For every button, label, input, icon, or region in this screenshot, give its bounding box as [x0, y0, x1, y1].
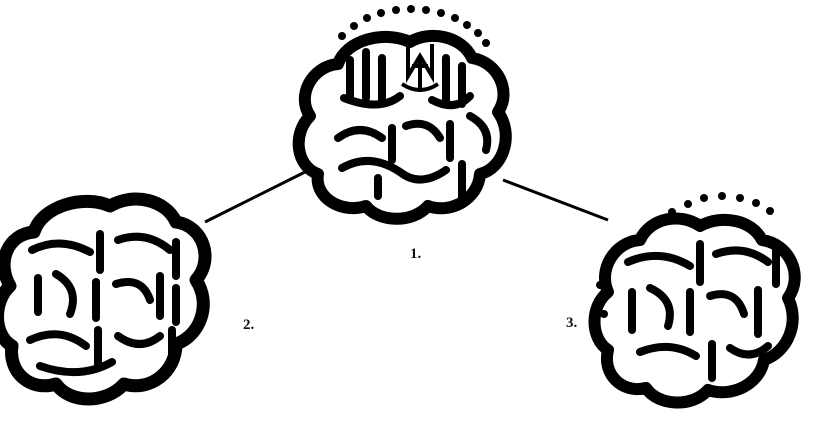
connector-1-2 — [205, 172, 305, 222]
seal-3-label: 3. — [566, 315, 577, 332]
seal-2-calligraphy — [30, 234, 176, 372]
seal-3-frame — [595, 218, 795, 402]
seal-2-label: 2. — [243, 317, 254, 334]
seal-1-monogram — [402, 44, 438, 92]
seal-1-frame — [299, 36, 506, 219]
seal-1-label: 1. — [410, 246, 421, 263]
connector-1-3 — [503, 180, 608, 220]
seal-1-calligraphy — [338, 52, 487, 198]
seal-3-impression — [595, 192, 795, 403]
seal-2-impression — [0, 199, 205, 399]
seal-3-calligraphy — [628, 244, 776, 378]
seal-1-impression — [299, 5, 506, 219]
